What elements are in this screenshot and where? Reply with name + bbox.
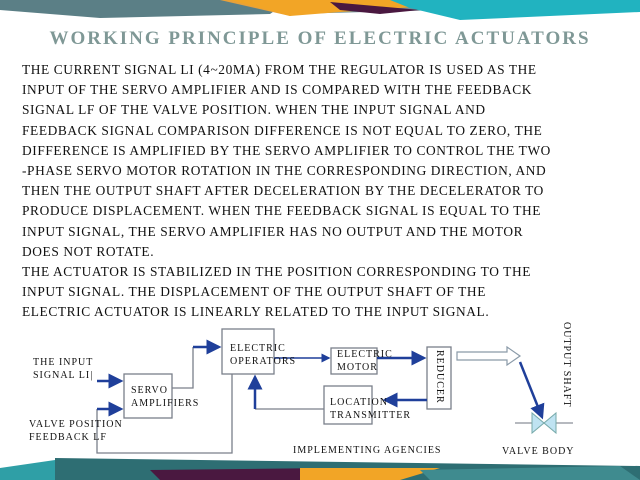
paragraph-line: SIGNAL LF OF THE VALVE POSITION. WHEN TH… — [22, 102, 486, 118]
paragraph-line: -PHASE SERVO MOTOR ROTATION IN THE CORRE… — [22, 163, 547, 179]
servo-box — [123, 373, 173, 419]
reducer-box — [426, 346, 452, 410]
paragraph-line: ELECTRIC ACTUATOR IS LINEARLY RELATED TO… — [22, 304, 490, 320]
paragraph-line: INPUT SIGNAL, THE SERVO AMPLIFIER HAS NO… — [22, 223, 524, 239]
page-title: WORKING PRINCIPLE OF ELECTRIC ACTUATORS — [49, 28, 591, 49]
location-box — [323, 385, 373, 425]
implementing-agencies-label: IMPLEMENTING AGENCIES — [293, 445, 442, 456]
output-arrow — [456, 345, 522, 367]
paragraph-line: DOES NOT ROTATE. — [22, 243, 155, 259]
valve-icon — [531, 411, 557, 435]
paragraph-line: INPUT SIGNAL. THE DISPLACEMENT OF THE OU… — [22, 284, 486, 300]
paragraph-line: THE CURRENT SIGNAL LI (4~20MA) FROM THE … — [22, 62, 537, 77]
paragraph-line: PRODUCE DISPLACEMENT. WHEN THE FEEDBACK … — [22, 203, 542, 219]
paragraph-line: INPUT OF THE SERVO AMPLIFIER AND IS COMP… — [22, 82, 533, 98]
paragraph-line: THE ACTUATOR IS STABILIZED IN THE POSITI… — [22, 264, 532, 280]
paragraph-line: DIFFERENCE IS AMPLIFIED BY THE SERVO AMP… — [22, 142, 551, 158]
operators-box — [221, 328, 275, 375]
paragraph-line: THEN THE OUTPUT SHAFT AFTER DECELERATION… — [22, 183, 544, 199]
motor-box — [330, 347, 378, 375]
reducer-label: REDUCER — [434, 350, 445, 404]
valve-body-label: VALVE BODY — [502, 446, 575, 457]
output-shaft-label: OUTPUT SHAFT — [561, 322, 572, 408]
paragraph-line: FEEDBACK SIGNAL COMPARISON DIFFERENCE IS… — [22, 122, 543, 138]
paragraph: THE CURRENT SIGNAL LI (4~20MA) FROM THE … — [22, 60, 632, 323]
